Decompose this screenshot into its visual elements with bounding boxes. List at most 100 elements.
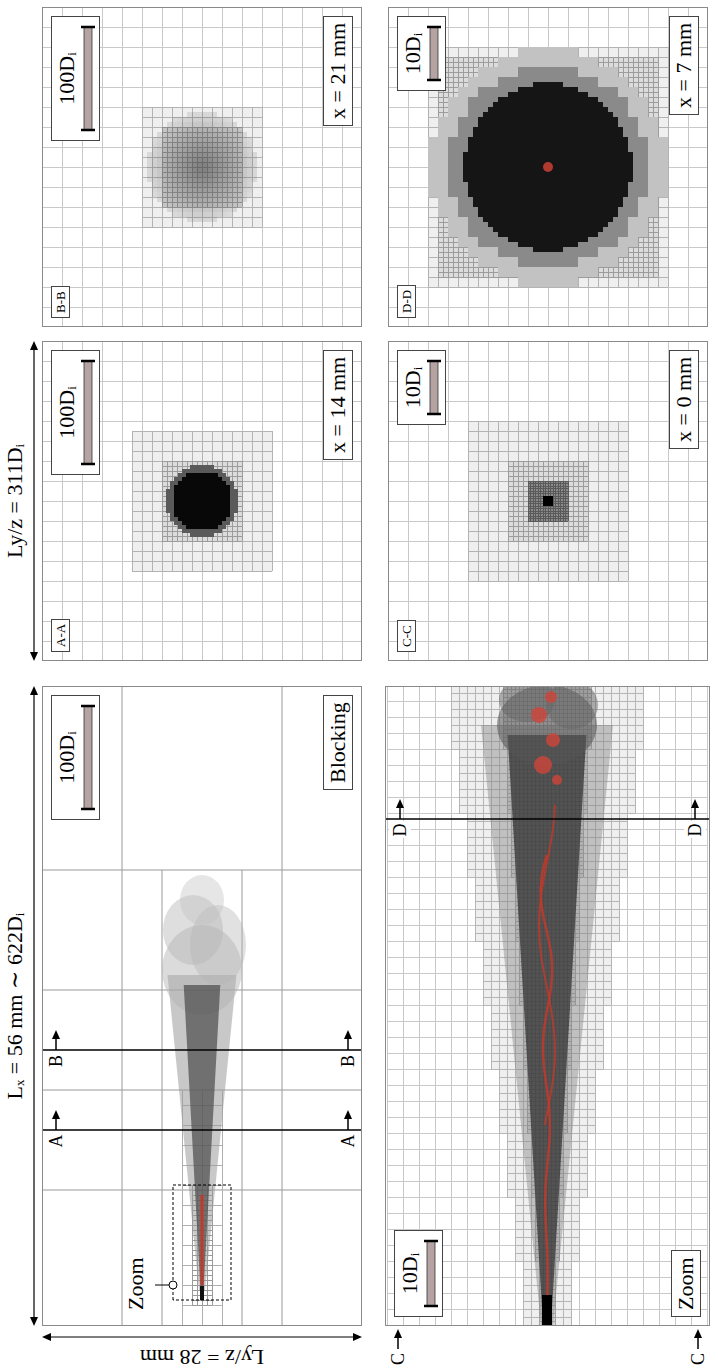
refined-cell [237, 202, 242, 207]
refined-cell [548, 197, 553, 202]
refined-cell [206, 497, 210, 501]
refined-cell [217, 202, 222, 207]
refined-cell [578, 177, 588, 187]
refined-cell [608, 167, 618, 177]
refined-cell [177, 187, 182, 192]
refined-cell [167, 187, 172, 192]
refined-cell [478, 237, 488, 247]
refined-cell [608, 207, 618, 217]
refined-cell [568, 257, 578, 267]
refined-cell [548, 227, 558, 237]
refined-cell [498, 217, 508, 227]
refined-cell [218, 473, 222, 477]
refined-cell [618, 97, 628, 107]
refined-cell [194, 509, 198, 513]
refined-cell [518, 87, 528, 97]
refined-cell [227, 197, 232, 202]
refined-cell [638, 157, 648, 167]
refined-cell [528, 127, 538, 137]
refined-cell [192, 182, 197, 187]
refined-cell [578, 97, 588, 107]
refined-cell [508, 157, 518, 167]
refined-cell [563, 237, 568, 242]
refined-cell [548, 137, 558, 147]
refined-cell [202, 505, 206, 509]
refined-cell [558, 127, 568, 137]
refined-cell [178, 497, 182, 501]
refined-cell [558, 227, 568, 237]
refined-cell [448, 187, 458, 197]
refined-cell [628, 217, 638, 227]
refined-cell [493, 207, 498, 212]
refined-cell [498, 247, 508, 257]
refined-cell [638, 177, 648, 187]
refined-cell [187, 207, 192, 212]
refined-cell [498, 67, 508, 77]
refined-cell [458, 207, 468, 217]
scale-value: 100Dᵢ [54, 358, 79, 467]
refined-cell [598, 217, 608, 227]
refined-cell [578, 187, 588, 197]
refined-cell [448, 187, 458, 197]
refined-cell [212, 212, 217, 217]
refined-cell [573, 242, 578, 247]
refined-cell [242, 187, 247, 192]
refined-cell [558, 257, 568, 267]
refined-cell [232, 122, 237, 127]
refined-cell [528, 117, 538, 127]
refined-cell [190, 521, 194, 525]
refined-cell [593, 232, 598, 237]
refined-cell [543, 217, 548, 222]
refined-cell [628, 227, 638, 237]
refined-cell [518, 257, 528, 267]
refined-cell [226, 497, 230, 501]
refined-cell [448, 107, 458, 117]
refined-cell [177, 117, 182, 122]
refined-cell [227, 147, 232, 152]
arrow-head [344, 1110, 352, 1119]
refined-cell [166, 493, 170, 497]
refined-cell [202, 501, 206, 505]
refined-cell [568, 117, 578, 127]
refined-cell [448, 177, 458, 187]
refined-cell [226, 517, 230, 521]
refined-cell [568, 237, 578, 247]
refined-cell [178, 493, 182, 497]
refined-cell [498, 217, 503, 222]
refined-cell [543, 247, 548, 252]
refined-cell [478, 117, 488, 127]
refined-cell [558, 107, 568, 117]
refined-cell [218, 497, 222, 501]
refined-cell [478, 212, 483, 217]
scale-bar-cap [424, 1240, 438, 1243]
refined-cell [448, 97, 458, 107]
refined-cell [226, 481, 230, 485]
refined-cell [548, 217, 558, 227]
refined-cell [538, 237, 543, 242]
refined-cell [478, 137, 488, 147]
refined-cell [237, 182, 242, 187]
mesh-lines [387, 687, 707, 1325]
refined-cell [210, 513, 214, 517]
refined-cell [598, 97, 608, 107]
refined-cell [518, 222, 523, 227]
refined-cell [192, 132, 197, 137]
refined-cell [214, 469, 218, 473]
refined-cell [458, 167, 468, 177]
refined-cell [608, 157, 618, 167]
refined-cell [190, 509, 194, 513]
refined-cell [588, 217, 598, 227]
refined-cell [182, 127, 187, 132]
refined-cell [178, 493, 182, 497]
refined-cell [498, 227, 503, 232]
refined-cell [508, 197, 513, 202]
refined-cell [618, 207, 628, 217]
reacting-strand [539, 805, 555, 1125]
refined-cell [438, 177, 448, 187]
refined-cell [182, 505, 186, 509]
refined-cell [468, 197, 478, 207]
refined-cell [194, 497, 198, 501]
arrow-head [353, 1333, 362, 1341]
refined-cell [192, 177, 197, 182]
refined-cell [538, 107, 548, 117]
